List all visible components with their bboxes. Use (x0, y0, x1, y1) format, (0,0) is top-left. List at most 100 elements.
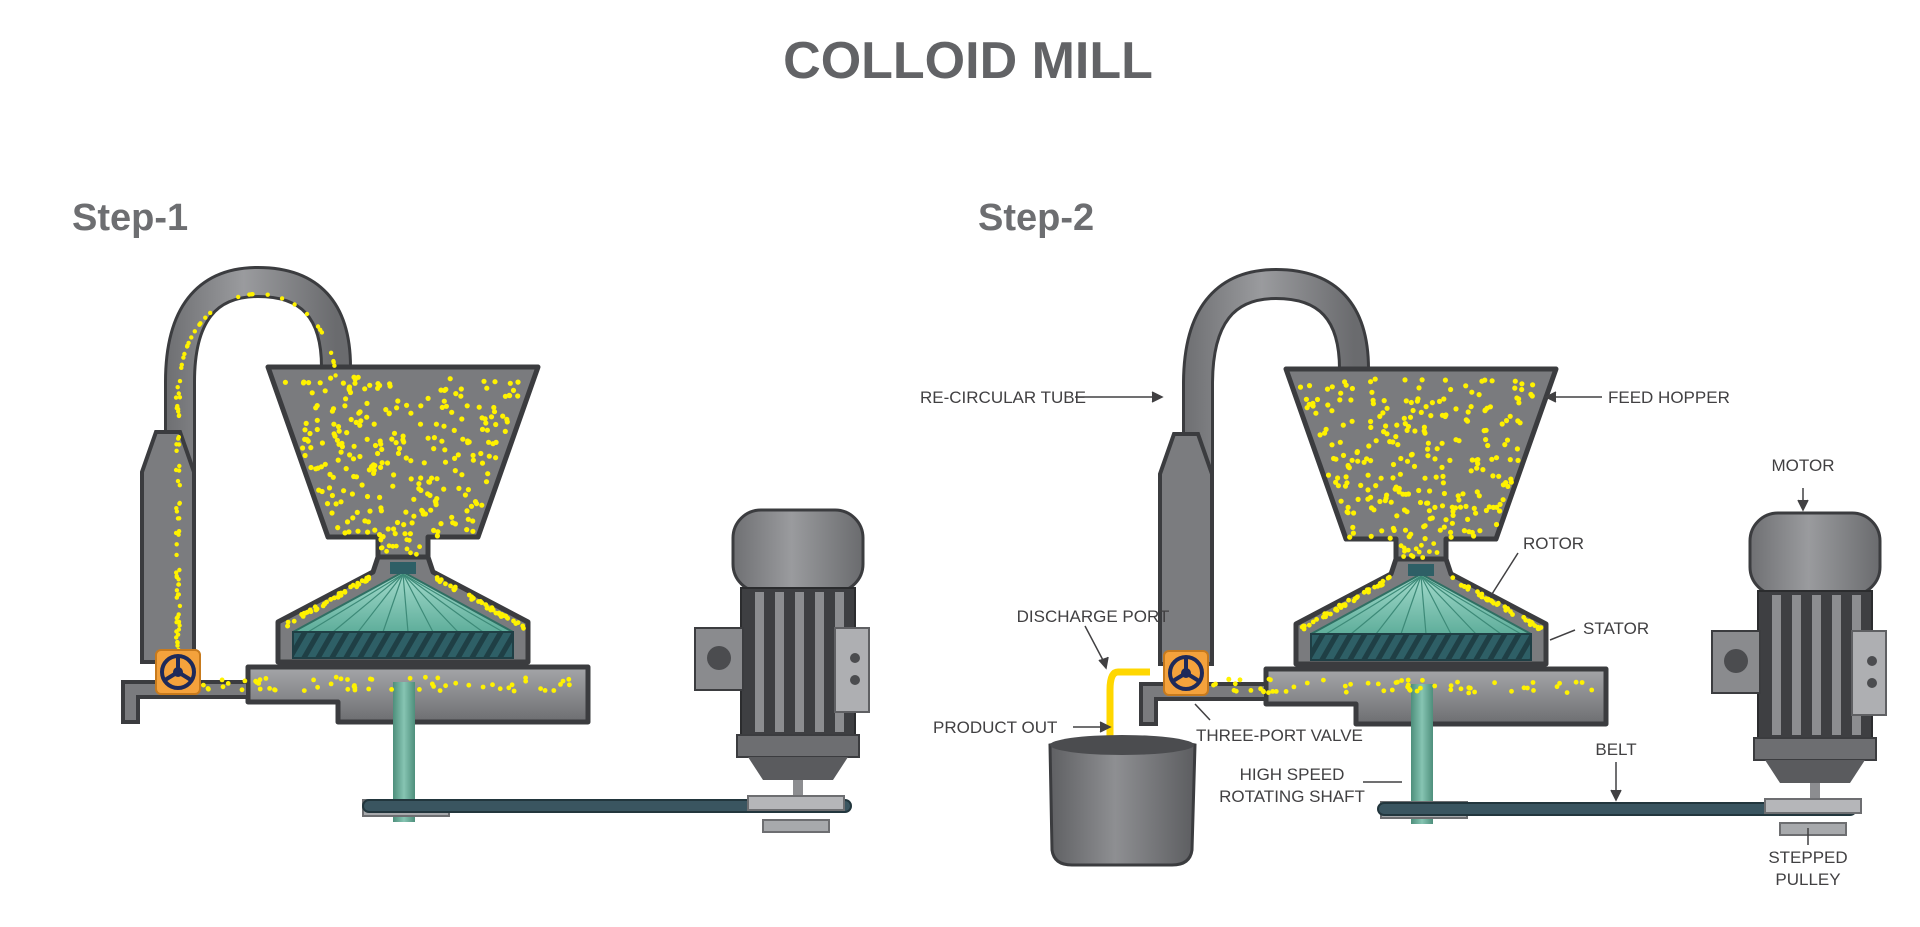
particle-dot (417, 687, 422, 692)
particle-dot (1499, 421, 1505, 427)
particle-dot (439, 404, 445, 410)
particle-dot (1448, 534, 1454, 540)
particle-dot (1387, 535, 1393, 541)
particle-dot (1422, 536, 1428, 542)
particle-dot (1365, 472, 1371, 478)
particle-dot (1407, 687, 1413, 693)
particle-dot (355, 580, 361, 586)
particle-dot (1514, 395, 1520, 401)
step-2-valve-icon (1162, 649, 1210, 697)
particle-dot (490, 682, 495, 688)
particle-dot (256, 681, 262, 686)
particle-dot (458, 386, 464, 392)
particle-dot (1409, 451, 1415, 457)
particle-dot (1419, 377, 1425, 383)
particle-dot (1400, 491, 1406, 497)
particle-dot (351, 443, 357, 449)
particle-dot (309, 390, 315, 396)
particle-dot (439, 438, 445, 444)
particle-dot (441, 398, 447, 404)
particle-dot (521, 625, 526, 631)
particle-dot (1338, 498, 1344, 504)
particle-dot (1509, 688, 1514, 694)
particle-dot (174, 506, 179, 511)
step-2-mill (1141, 284, 1606, 824)
particle-dot (176, 468, 182, 473)
particle-dot (551, 688, 557, 693)
particle-dot (428, 507, 434, 513)
particle-dot (1528, 619, 1534, 625)
particle-dot (335, 424, 342, 430)
particle-dot (1401, 554, 1406, 559)
particle-dot (300, 445, 306, 451)
particle-dot (1471, 533, 1477, 539)
particle-dot (1373, 483, 1379, 489)
particle-dot (452, 468, 458, 474)
particle-dot (504, 419, 510, 425)
particle-dot (1343, 689, 1349, 695)
particle-dot (1270, 689, 1276, 694)
particle-dot (1384, 405, 1390, 411)
particle-dot (464, 403, 470, 409)
particle-dot (560, 678, 566, 684)
step-1-particles (173, 292, 572, 694)
particle-dot (1535, 626, 1541, 632)
particle-dot (1457, 504, 1464, 510)
particle-dot (1414, 398, 1420, 404)
particle-dot (407, 675, 413, 681)
particle-dot (299, 612, 304, 617)
particle-dot (1370, 397, 1376, 403)
particle-dot (1354, 449, 1360, 455)
particle-dot (1324, 386, 1331, 392)
particle-dot (476, 404, 482, 410)
particle-dot (411, 513, 417, 519)
step-1-belt (362, 799, 852, 813)
particle-dot (480, 684, 486, 690)
particle-dot (472, 499, 479, 505)
particle-dot (403, 509, 409, 515)
particle-dot (352, 685, 358, 691)
particle-dot (418, 475, 424, 481)
particle-dot (1387, 574, 1392, 580)
particle-dot (496, 610, 502, 616)
particle-dot (333, 674, 339, 680)
particle-dot (1472, 689, 1477, 695)
particle-dot (418, 403, 424, 409)
particle-dot (175, 403, 180, 409)
label-high-speed-line2: ROTATING SHAFT (1219, 787, 1365, 806)
particle-dot (1468, 404, 1474, 410)
particle-dot (181, 355, 186, 360)
particle-dot (332, 363, 337, 368)
particle-dot (465, 516, 471, 522)
particle-dot (359, 578, 365, 584)
particle-dot (1439, 503, 1446, 509)
particle-dot (1441, 524, 1447, 530)
label-belt: BELT (1595, 740, 1636, 759)
particle-dot (1487, 404, 1493, 410)
particle-dot (423, 674, 428, 680)
label-rotor: ROTOR (1523, 534, 1584, 553)
particle-dot (366, 467, 372, 473)
particle-dot (344, 519, 351, 525)
particle-dot (174, 542, 179, 547)
particle-dot (566, 676, 572, 682)
particle-dot (1425, 500, 1431, 506)
particle-dot (1442, 377, 1448, 383)
particle-dot (357, 453, 363, 460)
particle-dot (493, 421, 499, 428)
particle-dot (282, 379, 288, 385)
particle-dot (336, 591, 342, 596)
particle-dot (1434, 446, 1440, 452)
particle-dot (174, 570, 179, 575)
particle-dot (1407, 414, 1414, 420)
particle-dot (511, 688, 517, 694)
particle-dot (1449, 520, 1455, 526)
particle-dot (497, 686, 503, 692)
particle-dot (442, 447, 448, 453)
particle-dot (367, 382, 373, 388)
particle-dot (407, 531, 413, 537)
particle-dot (1365, 680, 1371, 686)
particle-dot (479, 460, 486, 466)
particle-dot (352, 380, 358, 386)
particle-dot (344, 430, 350, 436)
